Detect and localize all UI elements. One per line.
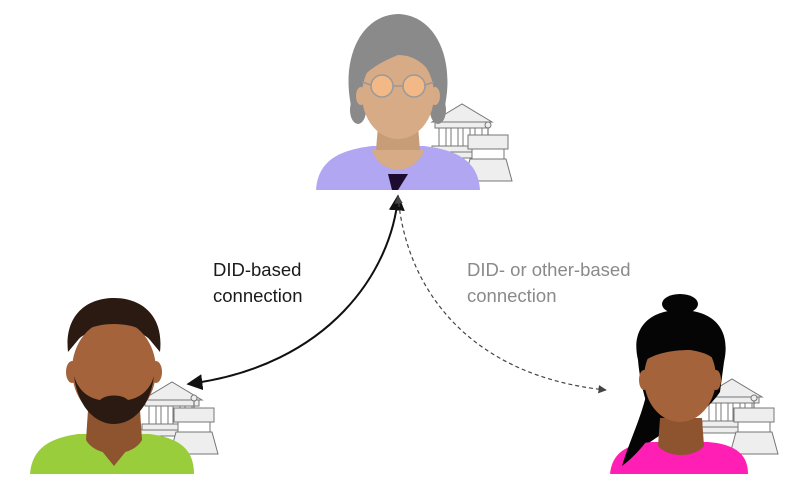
elder-woman-collar (388, 174, 408, 190)
elder-woman-bangs (360, 30, 437, 82)
bearded-man-face (72, 320, 156, 420)
label-line: connection (213, 285, 303, 306)
beard-icon (74, 376, 154, 424)
young-woman-face (644, 334, 716, 422)
other-based-connection-edge (394, 195, 607, 394)
young-woman-bun (662, 294, 698, 314)
young-woman-bangs (640, 320, 720, 366)
bearded-man-node (30, 298, 219, 474)
glasses-icon (361, 74, 435, 98)
label-line: DID- or other-based (467, 259, 631, 280)
other-based-connection-label: DID- or other-based connection (467, 257, 630, 309)
young-woman-shirt (610, 442, 748, 474)
label-line: DID-based (213, 259, 302, 280)
young-woman-node (610, 294, 779, 474)
young-woman-neck (658, 418, 704, 455)
did-based-connection-label: DID-based connection (213, 257, 302, 309)
elder-woman-node (316, 14, 513, 190)
elder-woman-face (362, 51, 434, 139)
label-line: connection (467, 285, 557, 306)
did-based-connection-edge (186, 194, 405, 391)
